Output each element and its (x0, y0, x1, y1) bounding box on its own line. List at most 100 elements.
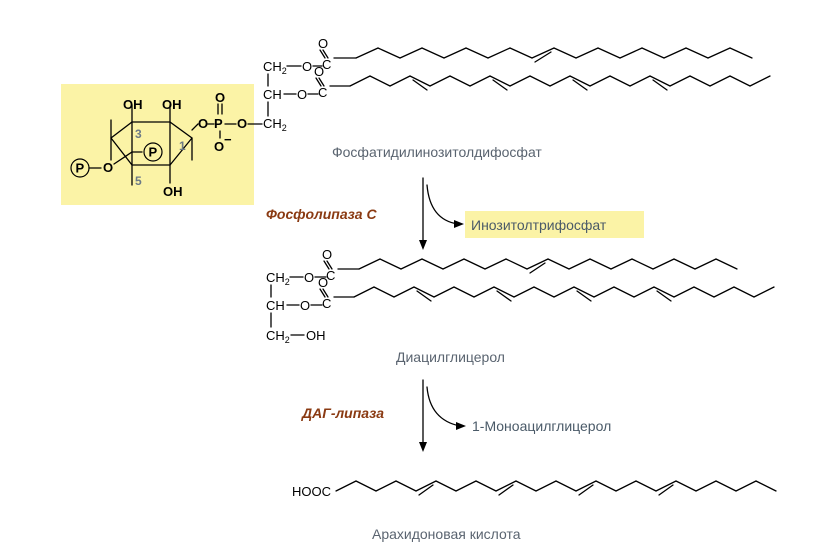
pip2-ch2-bottom: CH2 (263, 116, 287, 133)
chain-bond (573, 286, 595, 298)
chain-bond (635, 480, 657, 492)
chain-bond (675, 480, 697, 492)
pip2-label: Фосфатидилинозитолдифосфат (332, 144, 542, 160)
ring-number-3: 3 (135, 127, 142, 141)
carbonyl-double-bond (322, 49, 329, 59)
chain-bond (653, 286, 675, 298)
chain-bond (453, 286, 475, 298)
dag-hydroxyl: OH (306, 328, 326, 343)
double-bond (658, 484, 674, 496)
chain-bond (515, 480, 537, 492)
dag-glycerol: CH2 O CH O CH2 OH (266, 270, 326, 345)
chain-bond (487, 47, 511, 59)
chain-bond (535, 480, 557, 492)
chain-bond (749, 75, 771, 87)
chain-bond (707, 47, 731, 59)
chain-bond (673, 286, 695, 298)
chain-bond (633, 286, 655, 298)
chain-bond (493, 286, 515, 298)
carbonyl-double-bond (318, 77, 325, 87)
chain-bond (673, 258, 696, 270)
dag-ch2-top: CH2 (266, 270, 290, 287)
pip2-ch2-top: CH2 (263, 59, 287, 76)
double-bond (492, 79, 508, 91)
chain-bond (389, 75, 411, 87)
chain-bond (553, 286, 575, 298)
chain-bond (755, 480, 777, 492)
dag-ester-o1: O (304, 270, 314, 285)
svg-text:P: P (149, 145, 158, 160)
carbonyl-double-bond (323, 260, 330, 270)
chain-bond (735, 480, 757, 492)
chain-bond (531, 47, 555, 59)
chain-bond (547, 258, 570, 270)
chain-bond (609, 75, 631, 87)
oxygen-ring-link: O (198, 116, 208, 131)
chain-bond (693, 286, 715, 298)
carbonyl-double-bond (319, 49, 326, 59)
ip3-highlight (465, 211, 644, 238)
pip2-glycerol: CH2 O CH O CH2 (263, 59, 312, 133)
chain-bond (655, 480, 677, 492)
side-arrow-head-2 (456, 422, 466, 430)
double-bond (416, 290, 432, 302)
chain-bond (694, 258, 717, 270)
chain-bond (373, 286, 395, 298)
chain-bond (335, 480, 357, 492)
chain-bond (589, 258, 612, 270)
chain-bond (421, 47, 445, 59)
chain-bond (421, 258, 444, 270)
carbonyl-carbon: C (322, 57, 331, 72)
chain-bond (709, 75, 731, 87)
arachidonic-chain (335, 480, 777, 496)
chain-bond (589, 75, 611, 87)
dag-label: Диацилглицерол (396, 349, 505, 365)
aa-hooc: HOOC (292, 484, 331, 499)
chain-bond (455, 480, 477, 492)
chain-bond (575, 47, 599, 59)
carbonyl-oxygen: O (322, 247, 332, 262)
ip3-label: Инозитолтрифосфат (471, 217, 607, 233)
chain-bond (377, 47, 401, 59)
chain-bond (569, 75, 591, 87)
phosphate-oxo: O (215, 90, 225, 105)
chain-bond (379, 258, 402, 270)
chain-bond (369, 75, 391, 87)
chain-bond (568, 258, 591, 270)
chain-bond (715, 258, 738, 270)
oxygen-c5: O (103, 160, 113, 175)
chain-bond (509, 75, 531, 87)
double-bond (656, 290, 672, 302)
oh-top-right: OH (162, 97, 182, 112)
double-bond (498, 484, 514, 496)
chain-bond (349, 75, 371, 87)
chain-bond (465, 47, 489, 59)
side-arrow-1 (426, 184, 459, 225)
chain-bond (610, 258, 633, 270)
chain-bond (641, 47, 665, 59)
chain-bond (553, 47, 577, 59)
chain-bond (442, 258, 465, 270)
chain-bond (729, 75, 751, 87)
carbonyl-oxygen: O (318, 275, 328, 290)
mag-label: 1-Моноацилглицерол (472, 418, 611, 434)
chain-bond (400, 258, 423, 270)
chain-bond (613, 286, 635, 298)
oh-top-left: OH (123, 97, 143, 112)
chain-bond (555, 480, 577, 492)
aa-label: Арахидоновая кислота (372, 526, 521, 542)
chain-bond (353, 286, 375, 298)
pip2-ester-o2: O (297, 87, 307, 102)
chain-bond (495, 480, 517, 492)
chain-bond (475, 480, 497, 492)
chain-bond (685, 47, 709, 59)
chain-bond (715, 480, 737, 492)
chain-bond (449, 75, 471, 87)
chain-bond (526, 258, 549, 270)
chain-bond (395, 480, 417, 492)
arrow-down-1 (419, 240, 427, 250)
chain-bond (469, 75, 491, 87)
pip2-ch-mid: CH (263, 87, 282, 102)
